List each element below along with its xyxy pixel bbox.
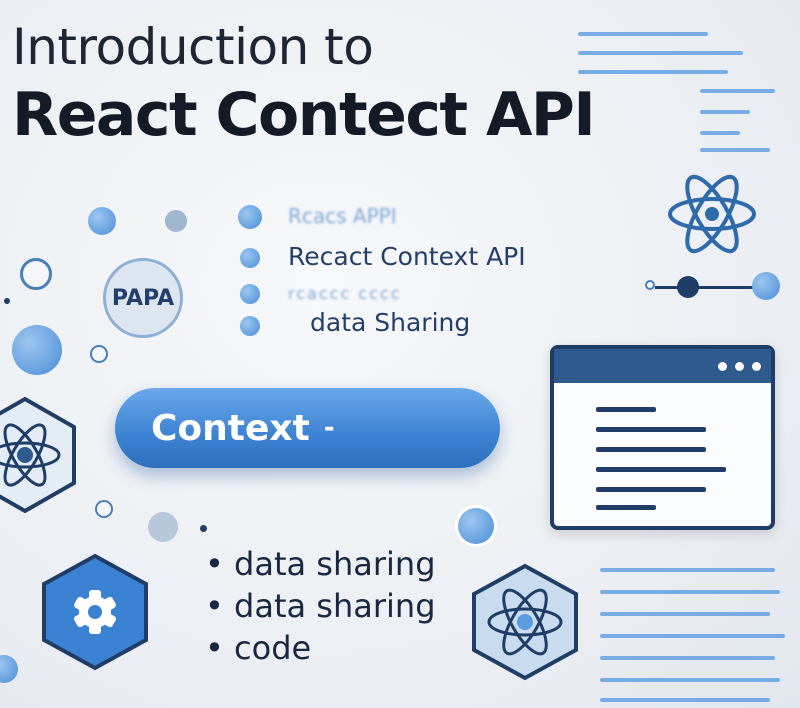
connector-line — [655, 286, 765, 289]
hexagon-atom-icon — [0, 396, 76, 514]
bullet-item: • code — [205, 629, 312, 667]
list-item: Recact Context API — [288, 242, 526, 271]
title-line-1: Introduction to — [12, 18, 374, 76]
bullet-item: • data sharing — [205, 587, 436, 625]
context-button-label: Context — [151, 407, 310, 449]
decor-ring — [20, 258, 52, 290]
window-titlebar — [554, 349, 771, 383]
bullet-item: • data sharing — [205, 545, 436, 583]
decor-dot — [12, 325, 62, 375]
decor-ring — [645, 280, 655, 290]
decor-ring — [95, 500, 113, 518]
react-atom-icon — [668, 174, 756, 254]
decor-dot — [88, 207, 116, 235]
list-item: rcaccc cccc — [288, 284, 402, 303]
context-button-suffix: - — [323, 413, 335, 443]
hexagon-atom-icon — [472, 563, 578, 681]
context-button[interactable]: Context - — [115, 388, 500, 468]
decor-dot — [148, 512, 178, 542]
list-bullet — [240, 316, 260, 336]
decor-dot — [165, 210, 187, 232]
list-bullet — [240, 284, 260, 304]
decor-dot — [4, 298, 10, 304]
list-bullet — [238, 205, 262, 229]
decor-dot — [752, 272, 780, 300]
decor-dot — [677, 276, 699, 298]
papa-badge: PAPA — [103, 258, 183, 338]
decor-ring — [90, 345, 108, 363]
decor-dot — [200, 525, 207, 532]
title-line-2: React Contect API — [12, 80, 596, 150]
list-item: Rcacs APPI — [288, 204, 397, 228]
hexagon-gear-icon — [42, 553, 148, 671]
list-bullet — [240, 248, 260, 268]
list-item: data Sharing — [310, 308, 471, 337]
decor-dot — [0, 655, 18, 683]
browser-window-icon — [550, 345, 775, 530]
decor-dot — [458, 508, 494, 544]
